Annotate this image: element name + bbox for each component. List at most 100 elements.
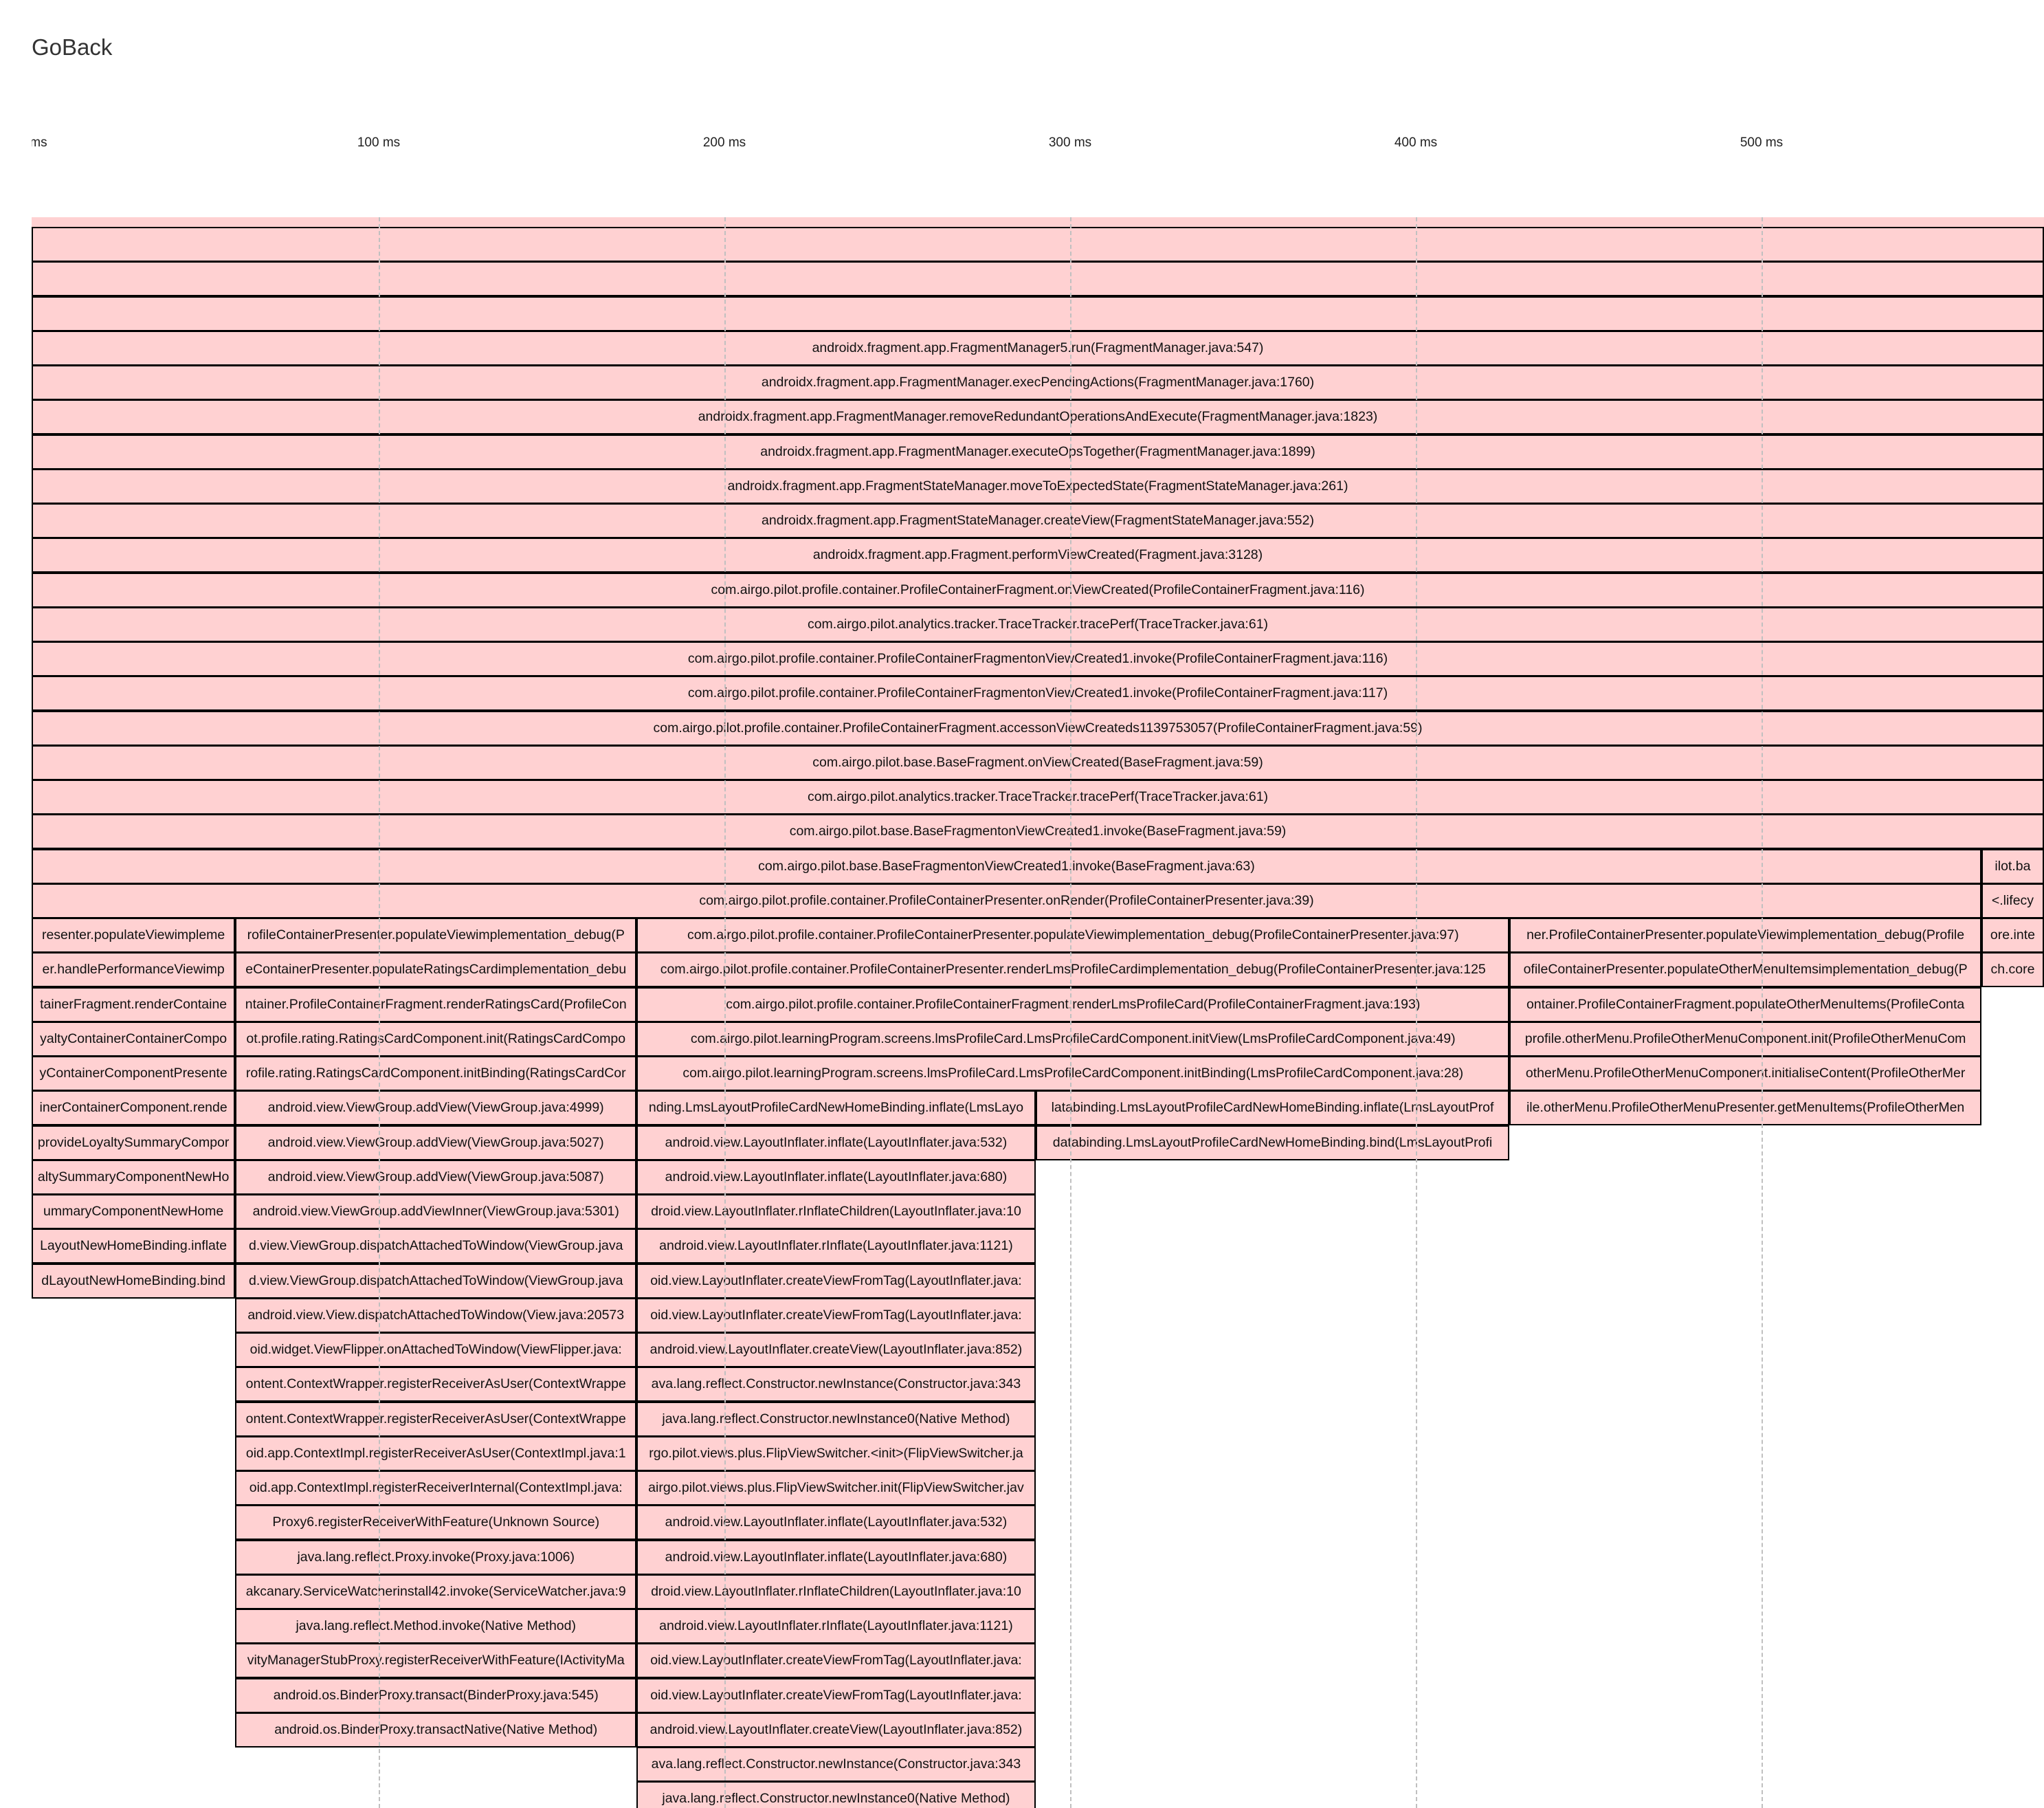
flame-frame[interactable]: java.lang.reflect.Proxy.invoke(Proxy.jav… <box>235 1539 637 1575</box>
flame-frame[interactable]: com.airgo.pilot.learningProgram.screens.… <box>636 1056 1510 1091</box>
flame-frame[interactable]: androidx.fragment.app.Fragment.performVi… <box>32 538 2044 573</box>
flame-frame[interactable]: yaltyContainerContainerCompo <box>32 1021 236 1057</box>
flame-frame[interactable]: android.view.LayoutInflater.createView(L… <box>636 1712 1036 1748</box>
tick-label: 500 ms <box>1740 135 1784 150</box>
flame-frame[interactable]: android.view.LayoutInflater.inflate(Layo… <box>636 1159 1036 1195</box>
flame-frame[interactable]: tainerFragment.renderContaine <box>32 986 236 1022</box>
flame-frame[interactable]: ava.lang.reflect.Constructor.newInstance… <box>636 1747 1036 1782</box>
flame-frame[interactable]: ilot.ba <box>1981 848 2044 884</box>
flame-frame[interactable]: com.airgo.pilot.base.BaseFragment.onView… <box>32 745 2044 780</box>
flame-frame[interactable]: com.airgo.pilot.profile.container.Profil… <box>636 952 1510 988</box>
flame-frame[interactable]: rgo.pilot.views.plus.FlipViewSwitcher.<i… <box>636 1435 1036 1471</box>
flame-frame[interactable]: com.airgo.pilot.profile.container.Profil… <box>32 641 2044 676</box>
flame-frame[interactable]: yContainerComponentPresente <box>32 1056 236 1091</box>
flame-frame[interactable]: inerContainerComponent.rende <box>32 1090 236 1126</box>
flame-frame[interactable]: vityManagerStubProxy.registerReceiverWit… <box>235 1643 637 1679</box>
flame-frame[interactable]: d.view.ViewGroup.dispatchAttachedToWindo… <box>235 1263 637 1299</box>
flame-frame[interactable]: ontent.ContextWrapper.registerReceiverAs… <box>235 1401 637 1437</box>
flame-frame[interactable]: com.airgo.pilot.profile.container.Profil… <box>32 883 1981 918</box>
flame-frame[interactable]: droid.view.LayoutInflater.rInflateChildr… <box>636 1194 1036 1229</box>
flame-frame[interactable]: provideLoyaltySummaryCompor <box>32 1125 236 1160</box>
flame-frame[interactable]: com.airgo.pilot.learningProgram.screens.… <box>636 1021 1510 1057</box>
flame-frame[interactable]: oid.view.LayoutInflater.createViewFromTa… <box>636 1297 1036 1333</box>
flame-frame[interactable]: rofileContainerPresenter.populateViewimp… <box>235 918 637 953</box>
flame-frame[interactable] <box>32 227 2044 262</box>
flame-frame[interactable]: latabinding.LmsLayoutProfileCardNewHomeB… <box>1035 1090 1510 1126</box>
flame-frame[interactable]: airgo.pilot.views.plus.FlipViewSwitcher.… <box>636 1470 1036 1506</box>
flame-frame[interactable]: com.airgo.pilot.analytics.tracker.TraceT… <box>32 780 2044 815</box>
tick-label: 300 ms <box>1048 135 1092 150</box>
flame-frame[interactable]: profile.otherMenu.ProfileOtherMenuCompon… <box>1509 1021 1981 1057</box>
flame-frame[interactable]: androidx.fragment.app.FragmentManager.ex… <box>32 365 2044 400</box>
flame-frame[interactable]: com.airgo.pilot.analytics.tracker.TraceT… <box>32 606 2044 642</box>
flame-frame[interactable]: androidx.fragment.app.FragmentStateManag… <box>32 468 2044 504</box>
tick-label: 0 ms <box>32 135 47 150</box>
flame-frame[interactable]: ore.inte <box>1981 918 2044 953</box>
flame-frame[interactable]: androidx.fragment.app.FragmentManager.re… <box>32 399 2044 435</box>
flame-frame[interactable]: ontainer.ProfileContainerFragment.popula… <box>1509 986 1981 1022</box>
flame-frame[interactable] <box>32 296 2044 331</box>
flame-frame[interactable]: droid.view.LayoutInflater.rInflateChildr… <box>636 1574 1036 1609</box>
flame-frame[interactable]: oid.app.ContextImpl.registerReceiverAsUs… <box>235 1435 637 1471</box>
flame-frame[interactable]: android.os.BinderProxy.transact(BinderPr… <box>235 1677 637 1713</box>
flame-frame[interactable]: databinding.LmsLayoutProfileCardNewHomeB… <box>1035 1125 1510 1160</box>
flame-frame[interactable]: com.airgo.pilot.profile.container.Profil… <box>636 918 1510 953</box>
flame-frame[interactable]: dLayoutNewHomeBinding.bind <box>32 1263 236 1299</box>
flame-frame[interactable]: android.view.LayoutInflater.inflate(Layo… <box>636 1125 1036 1160</box>
flame-frame[interactable]: ile.otherMenu.ProfileOtherMenuPresenter.… <box>1509 1090 1981 1126</box>
flame-frame[interactable]: er.handlePerformanceViewimp <box>32 952 236 988</box>
flame-frame[interactable]: akcanary.ServiceWatcherinstall42.invoke(… <box>235 1574 637 1609</box>
flame-frame[interactable]: com.airgo.pilot.profile.container.Profil… <box>32 572 2044 608</box>
flame-frame[interactable]: <.lifecy <box>1981 883 2044 918</box>
flame-frame[interactable]: com.airgo.pilot.base.BaseFragmentonViewC… <box>32 848 1981 884</box>
flame-frame[interactable]: java.lang.reflect.Constructor.newInstanc… <box>636 1781 1036 1808</box>
flame-frame[interactable]: oid.view.LayoutInflater.createViewFromTa… <box>636 1263 1036 1299</box>
flame-frame[interactable]: ummaryComponentNewHome <box>32 1194 236 1229</box>
flame-frame[interactable]: ofileContainerPresenter.populateOtherMen… <box>1509 952 1981 988</box>
flame-frame[interactable]: oid.view.LayoutInflater.createViewFromTa… <box>636 1643 1036 1679</box>
flame-frame[interactable]: resenter.populateViewimpleme <box>32 918 236 953</box>
flame-frame[interactable]: android.view.View.dispatchAttachedToWind… <box>235 1297 637 1333</box>
flame-frame[interactable]: oid.widget.ViewFlipper.onAttachedToWindo… <box>235 1332 637 1367</box>
flame-frame[interactable]: ontent.ContextWrapper.registerReceiverAs… <box>235 1367 637 1402</box>
flame-frame[interactable]: java.lang.reflect.Constructor.newInstanc… <box>636 1401 1036 1437</box>
flame-frame[interactable]: android.view.ViewGroup.addView(ViewGroup… <box>235 1125 637 1160</box>
flame-frame[interactable]: android.os.BinderProxy.transactNative(Na… <box>235 1712 637 1748</box>
tick-label: 100 ms <box>357 135 401 150</box>
flame-frame[interactable]: android.view.ViewGroup.addView(ViewGroup… <box>235 1159 637 1195</box>
flame-frame[interactable]: ntainer.ProfileContainerFragment.renderR… <box>235 986 637 1022</box>
flame-frame[interactable]: androidx.fragment.app.FragmentStateManag… <box>32 503 2044 538</box>
flame-frame[interactable]: nding.LmsLayoutProfileCardNewHomeBinding… <box>636 1090 1036 1126</box>
flame-frame[interactable]: android.view.LayoutInflater.inflate(Layo… <box>636 1505 1036 1541</box>
flame-frame[interactable]: rofile.rating.RatingsCardComponent.initB… <box>235 1056 637 1091</box>
flame-frame[interactable]: com.airgo.pilot.profile.container.Profil… <box>32 710 2044 746</box>
flame-frame[interactable]: altySummaryComponentNewHo <box>32 1159 236 1195</box>
flame-frame[interactable]: android.view.ViewGroup.addView(ViewGroup… <box>235 1090 637 1126</box>
flame-frame[interactable]: com.airgo.pilot.profile.container.Profil… <box>636 986 1510 1022</box>
flame-frame[interactable]: com.airgo.pilot.base.BaseFragmentonViewC… <box>32 814 2044 850</box>
flame-frame[interactable]: ot.profile.rating.RatingsCardComponent.i… <box>235 1021 637 1057</box>
flame-frame[interactable]: android.view.LayoutInflater.inflate(Layo… <box>636 1539 1036 1575</box>
flame-frame[interactable]: ava.lang.reflect.Constructor.newInstance… <box>636 1367 1036 1402</box>
flame-frame[interactable]: eContainerPresenter.populateRatingsCardi… <box>235 952 637 988</box>
flame-frame[interactable]: LayoutNewHomeBinding.inflate <box>32 1228 236 1264</box>
flame-frame[interactable]: ch.core <box>1981 952 2044 988</box>
tick-label: 400 ms <box>1394 135 1438 150</box>
flame-frame[interactable]: androidx.fragment.app.FragmentManager5.r… <box>32 330 2044 366</box>
flame-frame[interactable]: oid.view.LayoutInflater.createViewFromTa… <box>636 1677 1036 1713</box>
goback-button[interactable]: GoBack <box>32 34 113 60</box>
flame-frame[interactable]: android.view.ViewGroup.addViewInner(View… <box>235 1194 637 1229</box>
flame-frame[interactable]: ner.ProfileContainerPresenter.populateVi… <box>1509 918 1981 953</box>
flame-frame[interactable]: oid.app.ContextImpl.registerReceiverInte… <box>235 1470 637 1506</box>
flame-frame[interactable]: d.view.ViewGroup.dispatchAttachedToWindo… <box>235 1228 637 1264</box>
flame-frame[interactable]: android.view.LayoutInflater.rInflate(Lay… <box>636 1228 1036 1264</box>
flame-frame[interactable]: com.airgo.pilot.profile.container.Profil… <box>32 676 2044 712</box>
flame-frame[interactable]: android.view.LayoutInflater.createView(L… <box>636 1332 1036 1367</box>
flame-frame[interactable]: androidx.fragment.app.FragmentManager.ex… <box>32 434 2044 470</box>
flame-frame[interactable] <box>32 261 2044 297</box>
flame-frame[interactable]: java.lang.reflect.Method.invoke(Native M… <box>235 1609 637 1644</box>
flame-frame[interactable]: otherMenu.ProfileOtherMenuComponent.init… <box>1509 1056 1981 1091</box>
flame-frame[interactable]: Proxy6.registerReceiverWithFeature(Unkno… <box>235 1505 637 1541</box>
flame-frame[interactable]: android.view.LayoutInflater.rInflate(Lay… <box>636 1609 1036 1644</box>
